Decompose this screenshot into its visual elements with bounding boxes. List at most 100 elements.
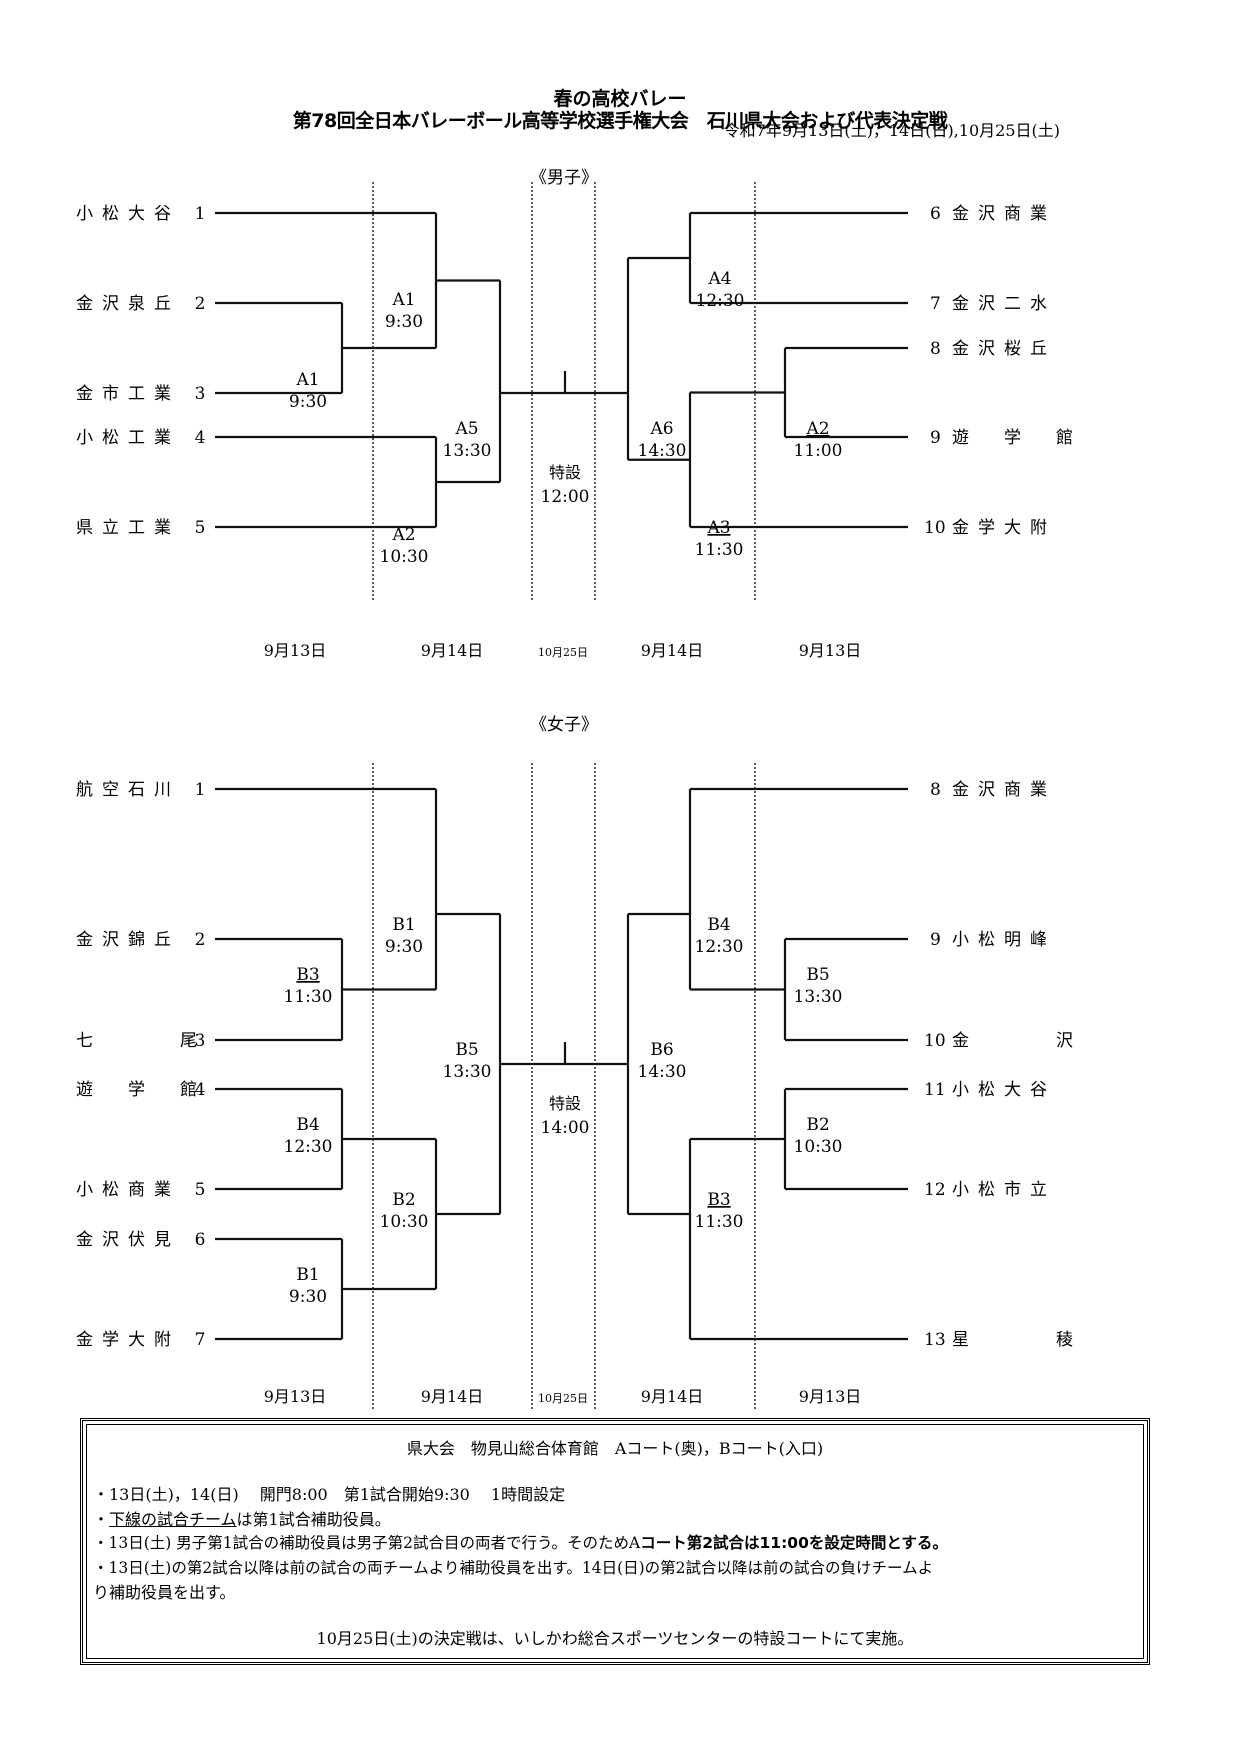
match-label-time: 12:30 xyxy=(695,937,744,957)
match-label-time: 11:00 xyxy=(794,441,843,461)
team-seed: 1 xyxy=(195,204,206,224)
team-name: 小松明峰 xyxy=(952,930,1056,950)
match-label-code: A3 xyxy=(706,518,730,538)
team-seed: 13 xyxy=(924,1330,946,1350)
day-label: 9月13日 xyxy=(799,1387,862,1406)
day-label: 10月25日 xyxy=(538,1392,588,1405)
team-seed: 4 xyxy=(195,1080,206,1100)
note-officials-2: り補助役員を出す。 xyxy=(93,1583,236,1602)
team-name: 金沢伏見 xyxy=(76,1230,180,1250)
note-officials-1: ・13日(土)の第2試合以降は前の試合の両チームより補助役員を出す。14日(日)… xyxy=(93,1559,934,1577)
match-label-code: B2 xyxy=(392,1190,415,1210)
team-name: 金市工業 xyxy=(76,384,180,404)
team-name: 金沢泉丘 xyxy=(76,294,180,314)
match-label-time: 13:30 xyxy=(794,987,843,1007)
team-seed: 2 xyxy=(195,930,206,950)
team-seed: 5 xyxy=(195,1180,206,1200)
note-underlined-text: 下線の試合チーム xyxy=(109,1510,237,1529)
match-label-code: B5 xyxy=(806,965,829,985)
final-court-label: 特設 xyxy=(549,463,581,482)
match-label-code: B4 xyxy=(707,915,730,935)
day-label: 9月13日 xyxy=(264,1387,327,1406)
match-label-time: 11:30 xyxy=(284,987,333,1007)
final-time: 12:00 xyxy=(541,487,590,507)
match-label-time: 13:30 xyxy=(443,441,492,461)
match-label-code: B3 xyxy=(707,1190,730,1210)
team-name: 小松大谷 xyxy=(952,1080,1056,1100)
note-underline-explanation: ・下線の試合チームは第1試合補助役員。 xyxy=(93,1506,391,1530)
team-name: 金沢錦丘 xyxy=(76,930,180,950)
team-seed: 12 xyxy=(924,1180,946,1200)
match-label-code: B2 xyxy=(806,1115,829,1135)
day-label: 9月13日 xyxy=(799,641,862,660)
match-label-code: B5 xyxy=(455,1040,478,1060)
match-label-code: A2 xyxy=(391,525,415,545)
note-underline-rest: は第1試合補助役員。 xyxy=(236,1510,391,1529)
match-label-time: 9:30 xyxy=(385,937,423,957)
match-label-code: A6 xyxy=(649,419,673,439)
match-label-code: A1 xyxy=(295,370,319,390)
match-label-time: 9:30 xyxy=(385,312,423,332)
note-bullet: ・ xyxy=(93,1510,110,1529)
match-label-code: A4 xyxy=(707,269,731,289)
team-seed: 5 xyxy=(195,518,206,538)
boys-section-title: 《男子》 xyxy=(530,168,598,188)
note-boys-first-match-bold: コート第2試合は11:00を設定時間とする。 xyxy=(640,1534,948,1552)
match-label-code: A5 xyxy=(454,419,478,439)
team-name: 金沢商業 xyxy=(952,204,1056,224)
team-name: 航空石川 xyxy=(76,780,180,800)
day-label: 9月14日 xyxy=(421,1387,484,1406)
match-label-time: 10:30 xyxy=(794,1137,843,1157)
match-label-time: 14:30 xyxy=(638,441,687,461)
day-label: 9月14日 xyxy=(641,1387,704,1406)
team-name: 県立工業 xyxy=(76,518,180,538)
team-seed: 1 xyxy=(195,780,206,800)
final-court-label: 特設 xyxy=(549,1094,581,1113)
team-seed: 10 xyxy=(924,518,946,538)
team-seed: 8 xyxy=(930,780,941,800)
final-time: 14:00 xyxy=(541,1118,590,1138)
note-boys-first-match-normal: ・13日(土) 男子第1試合の補助役員は男子第2試合目の両者で行う。そのためA xyxy=(93,1534,641,1552)
match-label-code: B3 xyxy=(296,965,319,985)
team-name: 星 稜 xyxy=(952,1330,1082,1350)
match-label-time: 10:30 xyxy=(380,547,429,567)
match-label-time: 11:30 xyxy=(695,1212,744,1232)
team-name: 小松大谷 xyxy=(76,204,180,224)
team-name: 小松市立 xyxy=(952,1180,1056,1200)
team-name: 金 沢 xyxy=(952,1031,1082,1051)
team-name: 遊 学 館 xyxy=(76,1080,206,1100)
match-label-code: B4 xyxy=(296,1115,319,1135)
venue-note: 県大会 物見山総合体育館 Aコート(奥)，Bコート(入口) xyxy=(406,1439,824,1458)
team-seed: 10 xyxy=(924,1031,946,1051)
match-label-code: A1 xyxy=(391,290,415,310)
match-label-time: 9:30 xyxy=(289,1287,327,1307)
team-seed: 3 xyxy=(195,384,206,404)
team-seed: 2 xyxy=(195,294,206,314)
day-label: 9月14日 xyxy=(641,641,704,660)
team-name: 金沢二水 xyxy=(952,294,1056,314)
team-name: 小松工業 xyxy=(76,428,180,448)
team-name: 小松商業 xyxy=(76,1180,180,1200)
title-line-1: 春の高校バレー xyxy=(553,88,687,110)
team-seed: 3 xyxy=(195,1031,206,1051)
day-label: 10月25日 xyxy=(538,646,588,659)
team-seed: 9 xyxy=(930,930,941,950)
match-label-time: 9:30 xyxy=(289,392,327,412)
note-final-venue: 10月25日(土)の決定戦は、いしかわ総合スポーツセンターの特設コートにて実施。 xyxy=(316,1629,914,1648)
day-label: 9月14日 xyxy=(421,641,484,660)
team-name: 遊 学 館 xyxy=(952,428,1082,448)
team-seed: 7 xyxy=(195,1330,206,1350)
team-seed: 7 xyxy=(930,294,941,314)
event-dates: 令和7年9月13日(土)，14日(日),10月25日(土) xyxy=(723,121,1060,140)
team-seed: 6 xyxy=(195,1230,206,1250)
team-seed: 9 xyxy=(930,428,941,448)
team-name: 金学大附 xyxy=(76,1330,180,1350)
note-schedule: ・13日(土)，14(日) 開門8:00 第1試合開始9:30 1時間設定 xyxy=(93,1485,566,1504)
notes-box: 県大会 物見山総合体育館 Aコート(奥)，Bコート(入口) ・13日(土)，14… xyxy=(80,1418,1150,1665)
team-name: 七 尾 xyxy=(76,1031,206,1051)
match-label-time: 10:30 xyxy=(380,1212,429,1232)
note-boys-first-match: ・13日(土) 男子第1試合の補助役員は男子第2試合目の両者で行う。そのためAコ… xyxy=(93,1531,948,1553)
team-seed: 6 xyxy=(930,204,941,224)
